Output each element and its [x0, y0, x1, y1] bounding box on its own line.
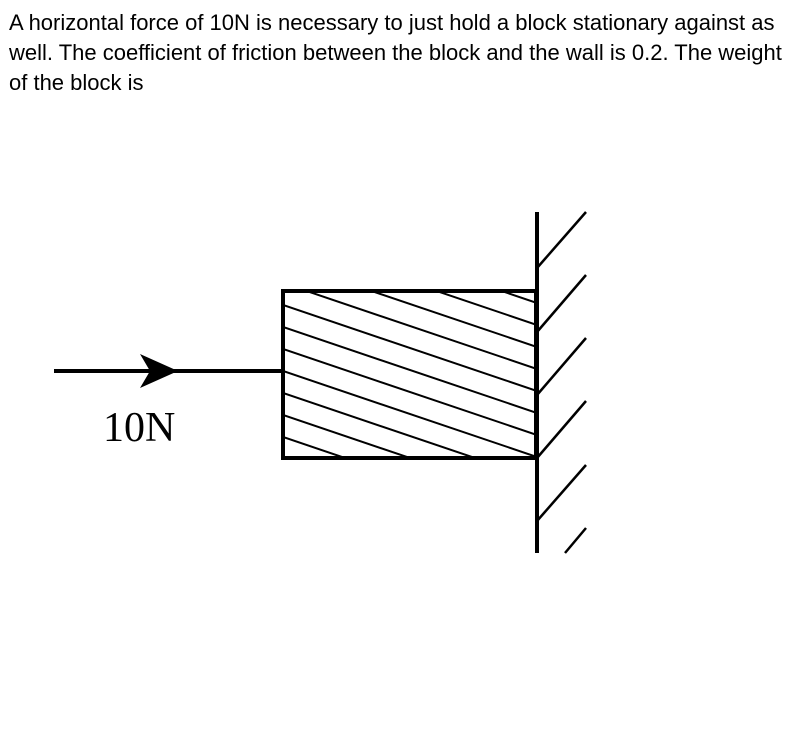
- block-outline: [281, 289, 538, 460]
- block: [281, 289, 538, 460]
- block-hatching: [283, 291, 536, 458]
- force-arrow: [54, 354, 283, 388]
- question-text: A horizontal force of 10N is necessary t…: [9, 10, 782, 95]
- force-arrowhead: [140, 354, 178, 388]
- wall-hatching: [536, 211, 587, 554]
- force-label: 10N: [103, 405, 175, 451]
- wall: [535, 211, 587, 554]
- block-wall-diagram: 10N: [54, 211, 587, 554]
